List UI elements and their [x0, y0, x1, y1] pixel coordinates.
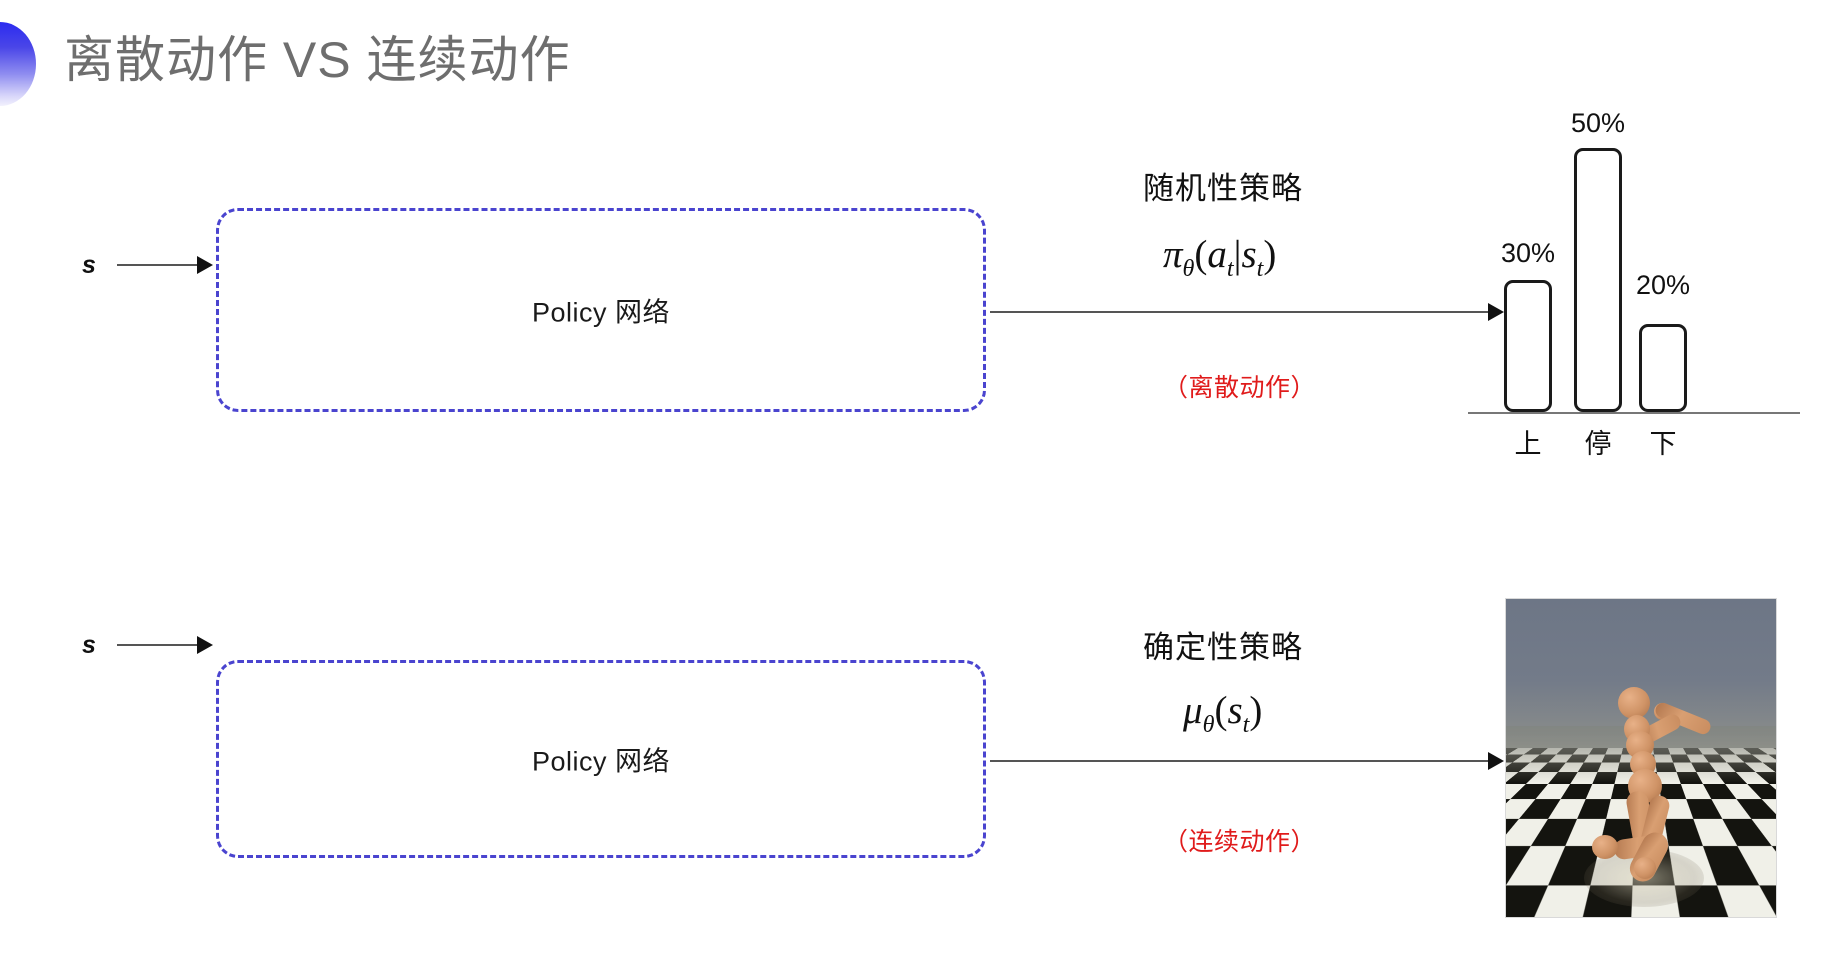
output-arrow-head-discrete — [1488, 303, 1504, 321]
humanoid-head — [1618, 687, 1650, 719]
input-arrow-head-discrete — [197, 256, 213, 274]
action-note-continuous: （连续动作） — [1163, 828, 1317, 856]
input-arrow-line-discrete — [117, 264, 199, 266]
probability-bar-chart: 30% 上 50% 停 20% 下 — [1468, 108, 1810, 459]
input-state-label-discrete: s — [82, 251, 96, 279]
humanoid-simulation-image — [1505, 598, 1777, 918]
formula-arg1-sub-continuous: t — [1242, 710, 1250, 738]
policy-formula-continuous: μθ(st) — [1183, 688, 1262, 739]
policy-formula-discrete: πθ(at|st) — [1163, 232, 1276, 283]
bar-value-0: 30% — [1500, 238, 1556, 268]
formula-fn-continuous: μ — [1183, 689, 1203, 732]
bar-2 — [1639, 324, 1687, 412]
humanoid-knee-left — [1592, 835, 1618, 859]
input-arrow-line-continuous — [117, 644, 199, 646]
policy-network-box-continuous[interactable]: Policy 网络 — [216, 660, 986, 858]
bar-category-0: 上 — [1514, 429, 1542, 459]
formula-fn-discrete: π — [1163, 233, 1183, 276]
formula-close-continuous: ) — [1249, 689, 1263, 732]
page-title: 离散动作 VS 连续动作 — [64, 32, 571, 88]
bar-value-1: 50% — [1570, 108, 1626, 138]
policy-network-label-discrete: Policy 网络 — [531, 297, 671, 328]
output-arrow-head-continuous — [1488, 752, 1504, 770]
formula-param-continuous: θ — [1202, 710, 1215, 738]
policy-kind-label-continuous: 确定性策略 — [1143, 630, 1303, 665]
input-state-label-continuous: s — [82, 631, 96, 659]
formula-bar-discrete: | — [1233, 233, 1242, 276]
formula-arg1-continuous: s — [1227, 689, 1243, 732]
formula-open-continuous: ( — [1214, 689, 1228, 732]
formula-close-discrete: ) — [1263, 233, 1277, 276]
formula-arg1-discrete: a — [1207, 233, 1227, 276]
policy-network-label-continuous: Policy 网络 — [531, 746, 671, 777]
bar-value-2: 20% — [1635, 270, 1691, 300]
output-arrow-line-discrete — [990, 311, 1490, 313]
formula-arg2-sub-discrete: t — [1256, 254, 1264, 282]
formula-param-discrete: θ — [1182, 254, 1195, 282]
humanoid-foot-right — [1634, 857, 1656, 879]
action-note-discrete: （离散动作） — [1163, 374, 1317, 402]
policy-kind-label-discrete: 随机性策略 — [1143, 171, 1303, 206]
bar-category-1: 停 — [1584, 429, 1612, 459]
chart-baseline-axis — [1468, 412, 1800, 414]
policy-network-box-discrete[interactable]: Policy 网络 — [216, 208, 986, 412]
bar-1 — [1574, 148, 1622, 412]
title-accent-shape-icon — [0, 22, 36, 106]
input-arrow-head-continuous — [197, 636, 213, 654]
bar-0 — [1504, 280, 1552, 412]
output-arrow-line-continuous — [990, 760, 1490, 762]
bar-category-2: 下 — [1649, 429, 1677, 459]
formula-arg1-sub-discrete: t — [1226, 254, 1234, 282]
formula-open-discrete: ( — [1194, 233, 1208, 276]
formula-arg2-discrete: s — [1241, 233, 1257, 276]
